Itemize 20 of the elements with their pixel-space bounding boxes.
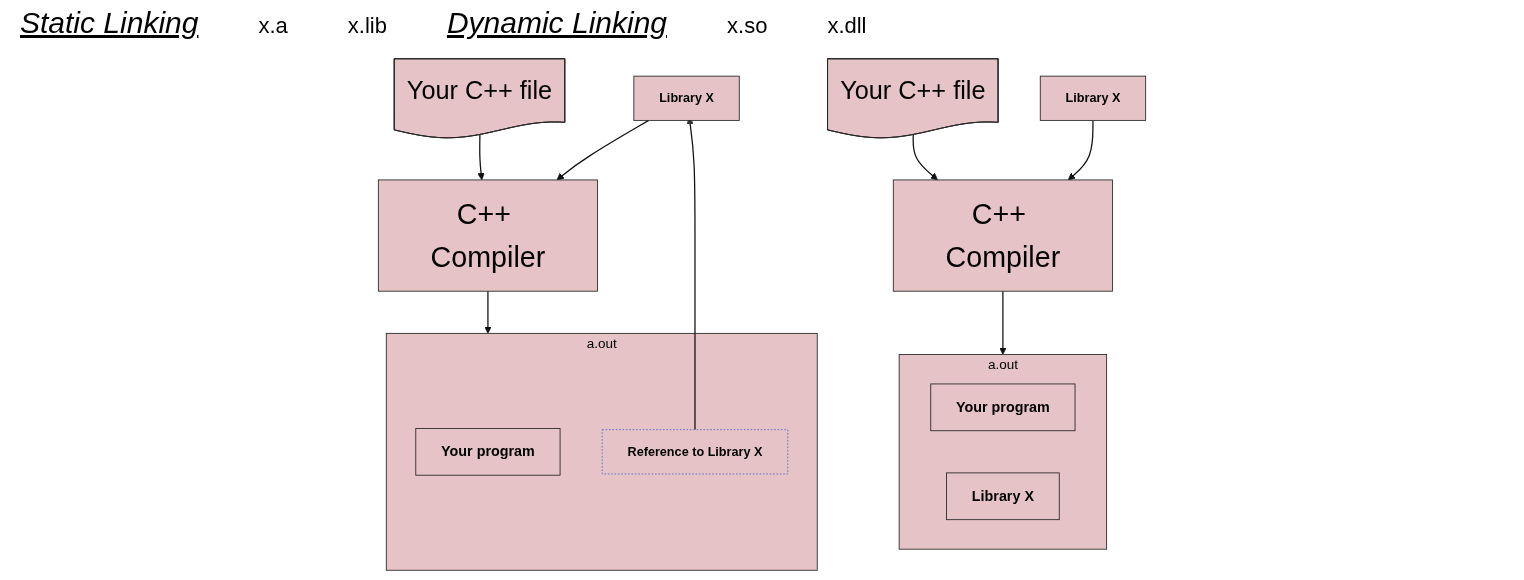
file-name-label: x.dll [827,13,867,39]
arrow [477,134,485,181]
node-box: Library X [633,75,740,121]
file-name-label: x.lib [347,13,387,39]
node-box: Your program [930,383,1076,432]
section-heading: Dynamic Linking [446,6,667,40]
arrow [1067,119,1094,181]
node-box: C++ Compiler [377,179,598,292]
node-box: Your program [415,428,561,476]
arrow [484,290,492,334]
arrow [912,134,938,181]
file-name-label: x.a [258,13,288,39]
arrow [556,119,650,181]
section-heading: Static Linking [20,6,199,40]
file-name-label: x.so [727,13,768,39]
node-box: Reference to Library X [601,429,789,475]
arrow [999,290,1007,355]
node-box: C++ Compiler [892,179,1113,292]
node-box: Library X [946,472,1060,521]
node-box: Library X [1039,75,1147,121]
